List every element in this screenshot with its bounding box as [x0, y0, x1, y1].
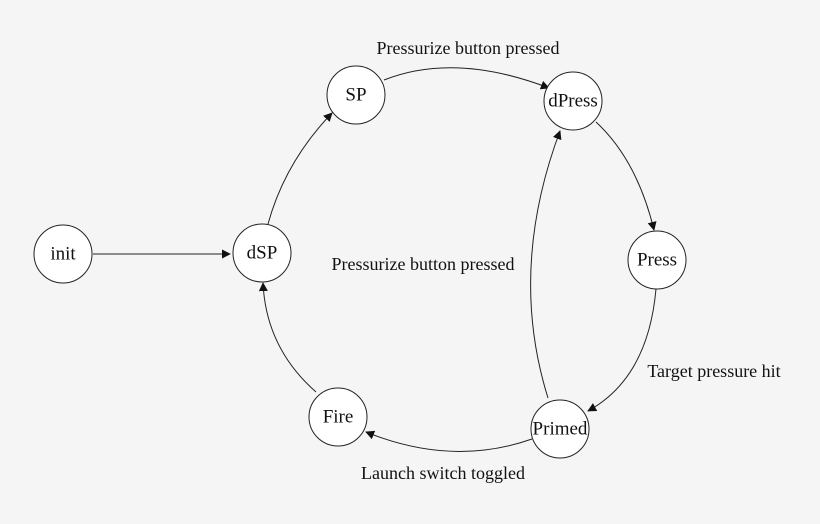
- state-dsp-label: dSP: [247, 243, 278, 264]
- edge-dpress-to-press: [595, 121, 657, 231]
- state-init-label: init: [50, 244, 76, 265]
- edge-dsp-to-sp: [267, 112, 333, 225]
- edge-press-to-primed: [587, 288, 657, 412]
- state-dpress: dPress: [543, 71, 603, 131]
- state-primed-label: Primed: [533, 419, 588, 440]
- edge-primed-to-dpress: [530, 130, 562, 399]
- label-press-to-primed: Target pressure hit: [647, 361, 780, 381]
- edge-primed-to-fire: [365, 430, 533, 452]
- state-init: init: [33, 224, 93, 284]
- state-sp-label: SP: [345, 85, 366, 106]
- state-press: Press: [627, 230, 687, 290]
- state-sp: SP: [326, 65, 386, 125]
- state-dsp: dSP: [232, 223, 292, 283]
- state-dpress-label: dPress: [548, 91, 598, 112]
- label-sp-to-dpress: Pressurize button pressed: [377, 38, 560, 58]
- edge-labels: Pressurize button pressed Pressurize but…: [332, 38, 781, 483]
- edges: [93, 67, 657, 452]
- state-fire-label: Fire: [323, 407, 354, 428]
- edge-sp-to-dpress: [383, 67, 550, 90]
- state-fire: Fire: [308, 387, 368, 447]
- state-primed: Primed: [530, 399, 590, 459]
- edge-fire-to-dsp: [258, 282, 317, 393]
- label-primed-to-dpress: Pressurize button pressed: [332, 254, 515, 274]
- label-primed-to-fire: Launch switch toggled: [361, 463, 525, 483]
- state-press-label: Press: [637, 250, 677, 271]
- nodes: init dSP SP dPress Press Primed Fire: [33, 65, 687, 459]
